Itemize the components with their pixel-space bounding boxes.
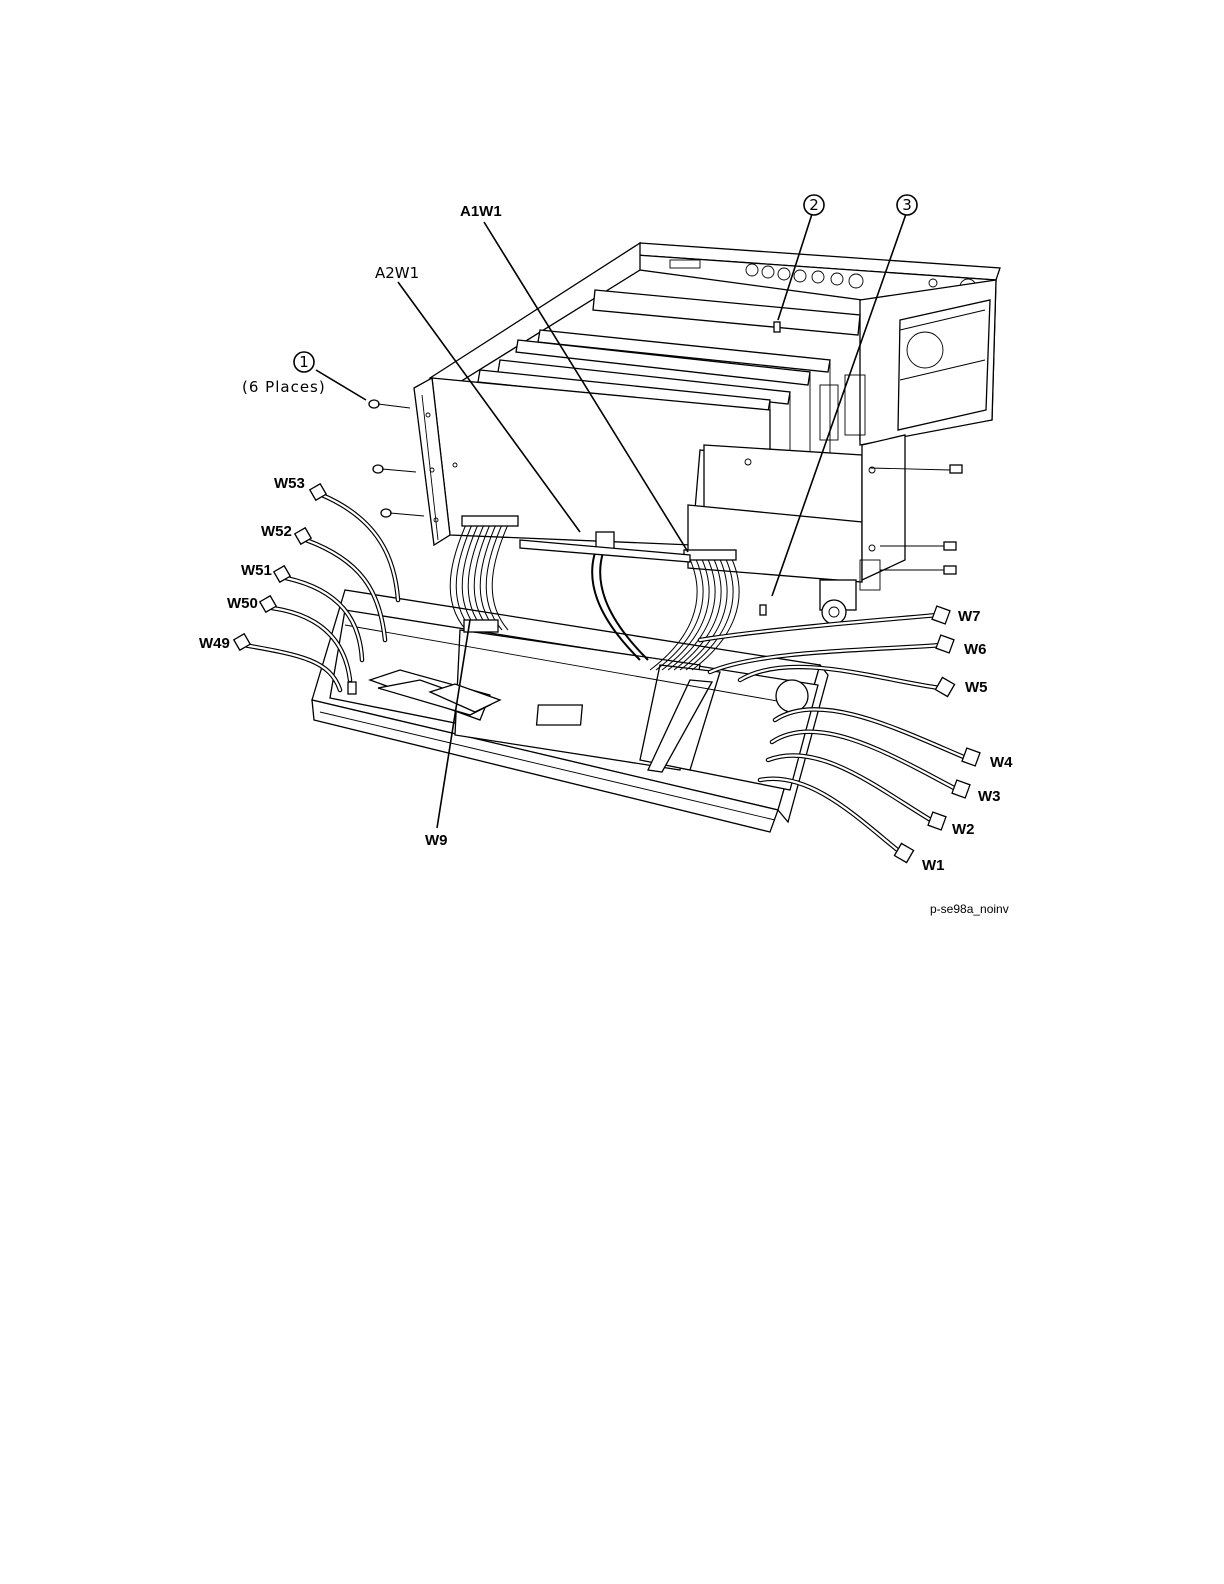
label-w1: W1 bbox=[922, 857, 945, 874]
label-a1w1: A1W1 bbox=[460, 203, 502, 220]
figure-id: p-se98a_noinv bbox=[930, 902, 1009, 916]
callout-number: 2 bbox=[809, 196, 819, 214]
label-w6: W6 bbox=[964, 641, 987, 658]
screw bbox=[760, 605, 766, 615]
label-w49: W49 bbox=[199, 635, 230, 652]
callout-2: 2 bbox=[804, 195, 824, 215]
label-w50: W50 bbox=[227, 595, 258, 612]
label-w53: W53 bbox=[274, 475, 305, 492]
label-w2: W2 bbox=[952, 821, 975, 838]
screw bbox=[774, 322, 780, 332]
label-w7: W7 bbox=[958, 608, 981, 625]
callout-number: 3 bbox=[902, 196, 912, 214]
callout-note: (6 Places) bbox=[242, 378, 326, 396]
screw bbox=[880, 566, 956, 574]
screw bbox=[373, 465, 416, 473]
callout-1: 1 (6 Places) bbox=[242, 352, 326, 396]
side-panel-right bbox=[688, 435, 905, 590]
callout-3: 3 bbox=[897, 195, 917, 215]
screw bbox=[369, 400, 410, 408]
label-w9: W9 bbox=[425, 832, 448, 849]
label-w4: W4 bbox=[990, 754, 1013, 771]
screw bbox=[381, 509, 424, 517]
label-w5: W5 bbox=[965, 679, 988, 696]
chassis-foot bbox=[820, 580, 856, 624]
label-w3: W3 bbox=[978, 788, 1001, 805]
label-w52: W52 bbox=[261, 523, 292, 540]
label-a2w1: A2W1 bbox=[375, 264, 419, 282]
label-w51: W51 bbox=[241, 562, 272, 579]
callout-number: 1 bbox=[299, 353, 309, 371]
front-panel-assembly bbox=[312, 590, 828, 832]
